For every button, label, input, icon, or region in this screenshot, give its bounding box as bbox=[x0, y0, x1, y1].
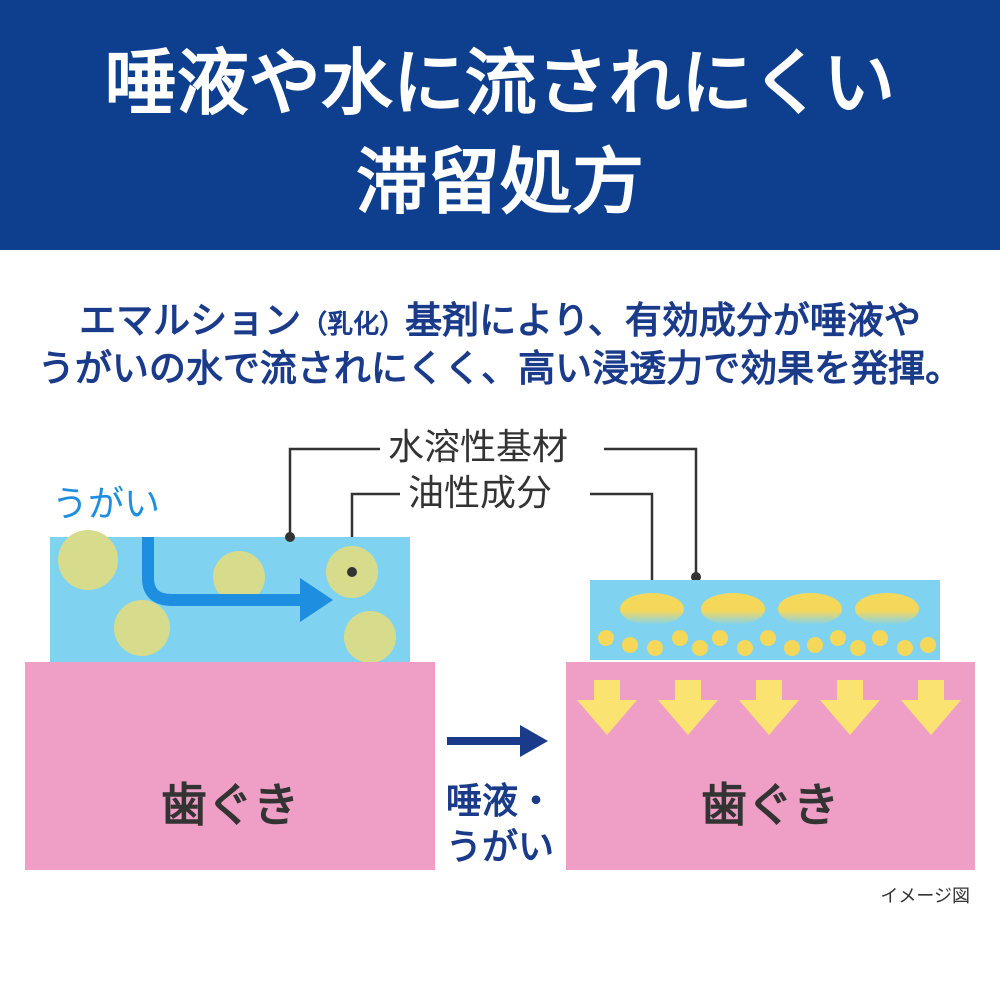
description-paren: （乳化） bbox=[301, 310, 406, 340]
right-arrow-icon bbox=[447, 725, 548, 757]
right-oil-dots bbox=[598, 630, 936, 656]
middle-label-line2: うがい bbox=[445, 827, 554, 868]
down-arrow-icon bbox=[820, 680, 880, 735]
description-line1: エマルション（乳化）基剤により、有効成分が唾液や bbox=[0, 302, 1000, 339]
down-arrows bbox=[577, 680, 961, 735]
right-oil-ellipses bbox=[620, 593, 919, 625]
down-arrow-icon bbox=[658, 680, 718, 735]
page-title-line2: 滞留処方 bbox=[355, 140, 644, 224]
header-banner: 唾液や水に流されにくい 滞留処方 bbox=[0, 0, 1000, 250]
down-arrow-icon bbox=[901, 680, 961, 735]
label-gargle: うがい bbox=[52, 484, 161, 525]
description-line1-a: エマルション bbox=[79, 299, 302, 342]
description-line1-b: 基剤により、有効成分が唾液や bbox=[405, 299, 921, 342]
left-gum bbox=[25, 662, 435, 870]
gum-label-right: 歯ぐき bbox=[701, 778, 839, 832]
page-title-line1: 唾液や水に流されにくい bbox=[104, 41, 896, 125]
down-arrow-icon bbox=[739, 680, 799, 735]
gum-label-left: 歯ぐき bbox=[161, 778, 299, 832]
leader-water-soluble bbox=[288, 447, 698, 577]
down-arrow-icon bbox=[577, 680, 637, 735]
label-oil-component: 油性成分 bbox=[400, 476, 561, 512]
image-caption: イメージ図 bbox=[880, 886, 970, 907]
description-line2: うがいの水で流されにくく、高い浸透力で効果を発揮。 bbox=[37, 347, 963, 390]
middle-label-line1: 唾液・ bbox=[445, 781, 554, 822]
label-water-soluble-base: 水溶性基材 bbox=[380, 430, 577, 466]
left-oil-droplets bbox=[58, 530, 396, 663]
flow-arrow-icon bbox=[142, 537, 333, 622]
